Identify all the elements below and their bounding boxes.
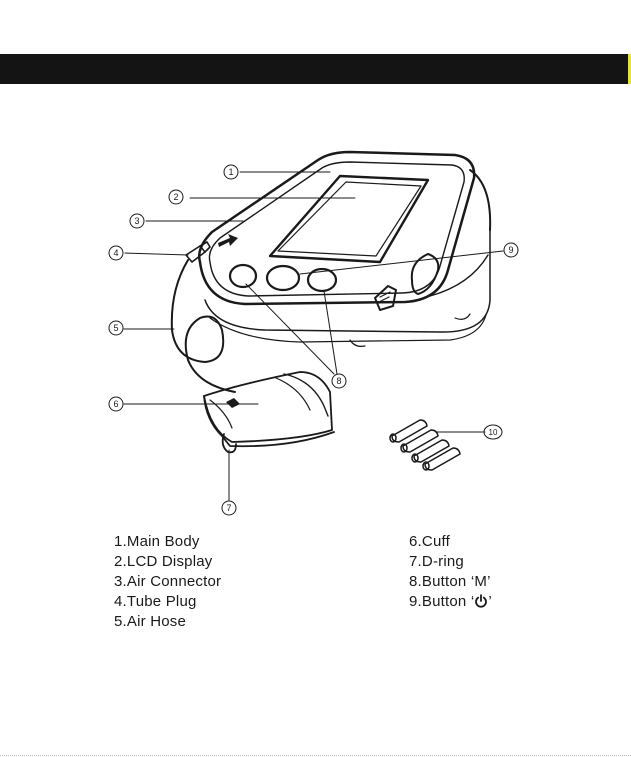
legend-item: 7.D-ring (409, 552, 492, 572)
legend-power-prefix: 9.Button ‘ (409, 593, 474, 610)
callout-8: 8 (336, 376, 341, 386)
legend-item: 2.LCD Display (114, 552, 221, 572)
legend-item: 8.Button ‘M’ (409, 572, 492, 592)
callout-circles (109, 165, 518, 515)
button-power-shape (230, 265, 256, 287)
leader-lines (124, 172, 503, 500)
callout-4: 4 (113, 248, 118, 258)
button-m-shape-1 (267, 266, 299, 290)
connector-arrow-icon (218, 234, 238, 247)
legend-item: 1.Main Body (114, 532, 221, 552)
legend-item: 3.Air Connector (114, 572, 221, 592)
legend-item: 4.Tube Plug (114, 592, 221, 612)
bottom-rule (0, 755, 631, 756)
callout-1: 1 (228, 167, 233, 177)
callout-9: 9 (508, 245, 513, 255)
legend-item-power: 9.Button ‘ ’ (409, 592, 492, 612)
legend-right: 6.Cuff 7.D-ring 8.Button ‘M’ 9.Button ‘ ’ (409, 532, 492, 612)
legend-power-suffix: ’ (488, 593, 492, 610)
main-body (199, 152, 490, 346)
callout-2: 2 (173, 192, 178, 202)
legend-item: 5.Air Hose (114, 612, 221, 632)
callout-7: 7 (226, 503, 231, 513)
callout-6: 6 (113, 399, 118, 409)
batteries (390, 420, 460, 470)
callout-3: 3 (134, 216, 139, 226)
tube-plug (186, 242, 210, 262)
callout-5: 5 (113, 323, 118, 333)
legend-item: 6.Cuff (409, 532, 492, 552)
legend-left: 1.Main Body 2.LCD Display 3.Air Connecto… (114, 532, 221, 632)
power-icon (474, 594, 488, 608)
callout-10: 10 (489, 428, 498, 437)
